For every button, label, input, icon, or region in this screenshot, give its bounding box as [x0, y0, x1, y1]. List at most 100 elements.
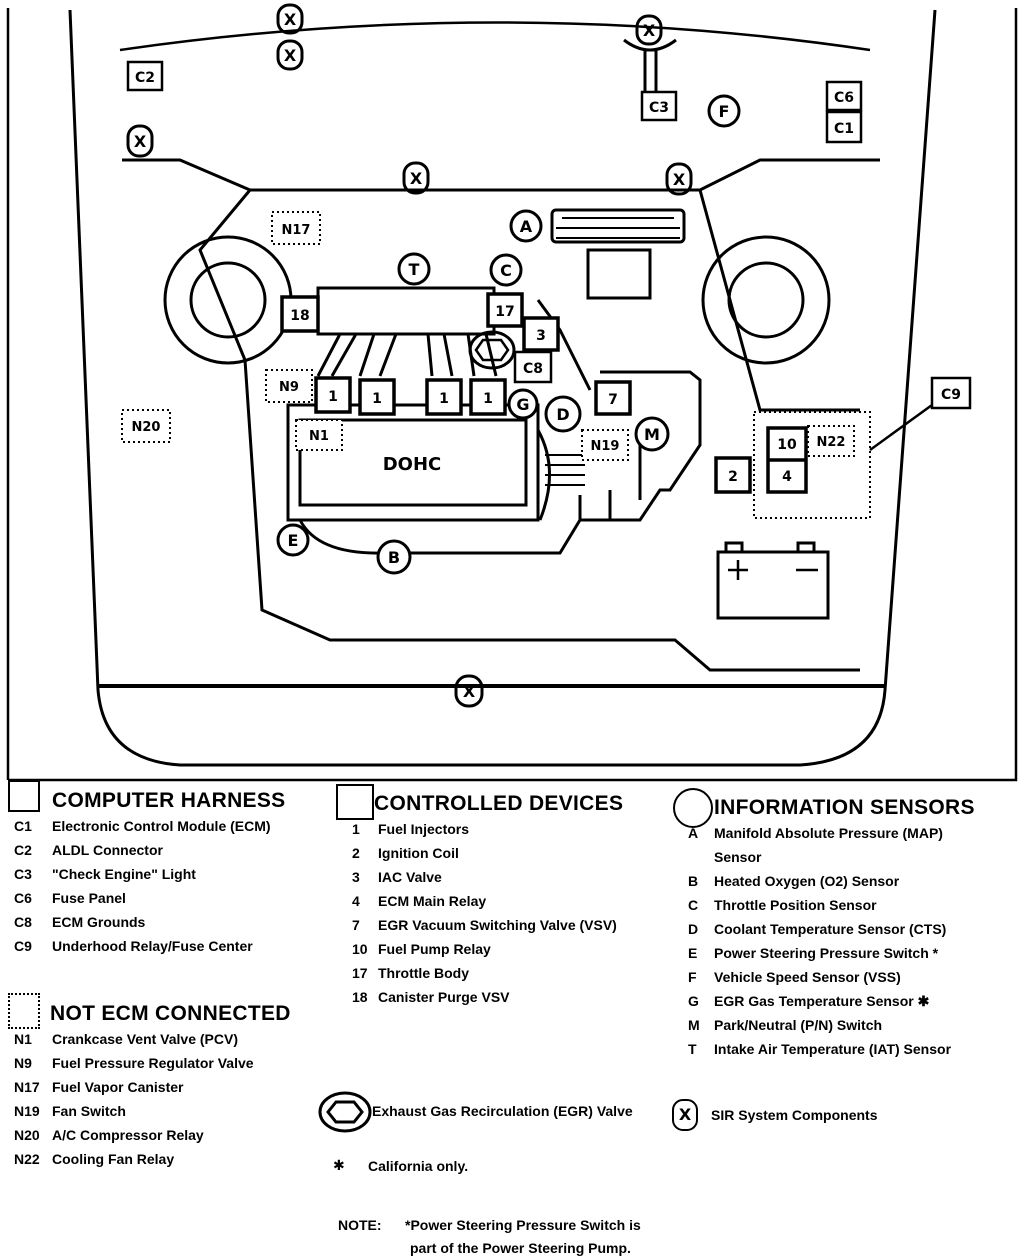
- legend-item-label: Electronic Control Module (ECM): [52, 818, 271, 834]
- sir-mark-label: X: [410, 169, 423, 188]
- air-cleaner-ridges: [556, 217, 680, 239]
- egr-valve-label: Exhaust Gas Recirculation (EGR) Valve: [372, 1103, 633, 1119]
- legend-item-code: 10: [352, 941, 368, 957]
- legend-item-code: [688, 845, 714, 869]
- legend-item-label: Cooling Fan Relay: [52, 1151, 175, 1167]
- sensor-c: C: [500, 261, 512, 280]
- legend-item-label: ECM Grounds: [52, 914, 146, 930]
- legend-item-label: Ignition Coil: [378, 845, 459, 861]
- legend-item-label: Park/Neutral (P/N) Switch: [714, 1017, 883, 1033]
- legend-item-code: 3: [352, 869, 360, 885]
- legend-item: T Intake Air Temperature (IAT) Sensor: [688, 1037, 975, 1061]
- not-ecm-n17: N17: [282, 223, 311, 238]
- sir-mark-label: X: [284, 46, 297, 65]
- legend-item-label: Fan Switch: [52, 1103, 126, 1119]
- legend-item-code: C9: [14, 938, 32, 954]
- sensor-e: E: [288, 531, 299, 550]
- legend-item-label: Canister Purge VSV: [378, 989, 510, 1005]
- harness-c2: C2: [135, 70, 155, 86]
- harness-c9: C9: [941, 387, 961, 403]
- sensor-f: F: [719, 102, 730, 121]
- legend-item: Sensor: [688, 845, 975, 869]
- egr-valve-symbol: [318, 1091, 372, 1133]
- battery-post-negative: [796, 541, 816, 554]
- legend-item: 1 Fuel Injectors: [352, 817, 623, 841]
- legend-item-code: 17: [352, 965, 368, 981]
- sir-mark: X: [635, 14, 663, 46]
- device-2: 2: [728, 469, 738, 485]
- sir-marks: X X X X X X X: [126, 3, 693, 708]
- battery-plus: [728, 560, 748, 580]
- outer-frame: [6, 8, 1018, 782]
- note-line-1: *Power Steering Pressure Switch is: [405, 1217, 641, 1233]
- legend-item-label: Fuel Injectors: [378, 821, 470, 837]
- sensor-circles: A T C F G D M E B: [276, 94, 741, 575]
- legend-item-code: T: [688, 1041, 697, 1057]
- not-ecm-symbol: [8, 993, 40, 1029]
- legend-item-label: "Check Engine" Light: [52, 866, 196, 882]
- not-ecm-n1: N1: [309, 429, 329, 444]
- lower-engine-outline: [298, 299, 702, 555]
- sir-mark-label: X: [463, 682, 476, 701]
- legend-item-label: Intake Air Temperature (IAT) Sensor: [714, 1041, 952, 1057]
- sensor-t: T: [409, 260, 420, 279]
- sir-symbol: X: [672, 1099, 698, 1131]
- device-10: 10: [777, 437, 797, 453]
- not-ecm-n22: N22: [817, 435, 846, 450]
- legend-item-label: Vehicle Speed Sensor (VSS): [714, 969, 901, 985]
- legend-item-label: Power Steering Pressure Switch *: [714, 945, 939, 961]
- sensor-a: A: [520, 217, 533, 236]
- legend-item-label: Manifold Absolute Pressure (MAP): [714, 825, 943, 841]
- sir-label: SIR System Components: [711, 1107, 878, 1123]
- computer-harness-symbol: [8, 780, 40, 812]
- legend-item-code: 1: [352, 821, 360, 837]
- not-ecm-n19: N19: [591, 439, 620, 454]
- sensor-b: B: [388, 548, 400, 567]
- egr-valve-diagram: [468, 330, 516, 370]
- c9-leader: [869, 403, 933, 452]
- legend-item-code: N20: [14, 1127, 40, 1143]
- legend-item-label: Sensor: [714, 849, 762, 865]
- device-7: 7: [608, 392, 618, 408]
- partition-line: [122, 158, 880, 192]
- harness-boxes: C2 C3 C6 C1 C8 C9: [126, 60, 972, 410]
- harness-c3: C3: [649, 100, 669, 116]
- legend-item-label: ECM Main Relay: [378, 893, 487, 909]
- information-sensors-symbol: [673, 788, 713, 828]
- harness-c1: C1: [834, 121, 854, 137]
- sir-mark-label: X: [134, 132, 147, 151]
- note-title: NOTE:: [338, 1217, 382, 1233]
- legend-item: 17 Throttle Body: [352, 961, 623, 985]
- legend-item-code: N9: [14, 1055, 32, 1071]
- device-1: 1: [439, 391, 449, 407]
- cowl-line: [119, 21, 871, 52]
- legend-item-code: B: [688, 873, 699, 889]
- n22-zone: [753, 411, 871, 519]
- sir-mark-label: X: [284, 10, 297, 29]
- device-18: 18: [290, 308, 309, 324]
- engine-label: DOHC: [383, 454, 442, 475]
- air-filter-box: [586, 248, 652, 300]
- sir-mark: X: [276, 39, 304, 71]
- sir-mark: X: [126, 124, 154, 158]
- device-1: 1: [483, 391, 493, 407]
- legend-item-label: Crankcase Vent Valve (PCV): [52, 1031, 238, 1047]
- legend-item-label: IAC Valve: [378, 869, 442, 885]
- device-4: 4: [782, 469, 792, 485]
- not-ecm-n9: N9: [279, 380, 299, 395]
- device-17: 17: [495, 304, 514, 320]
- legend-item-label: Throttle Body: [378, 965, 469, 981]
